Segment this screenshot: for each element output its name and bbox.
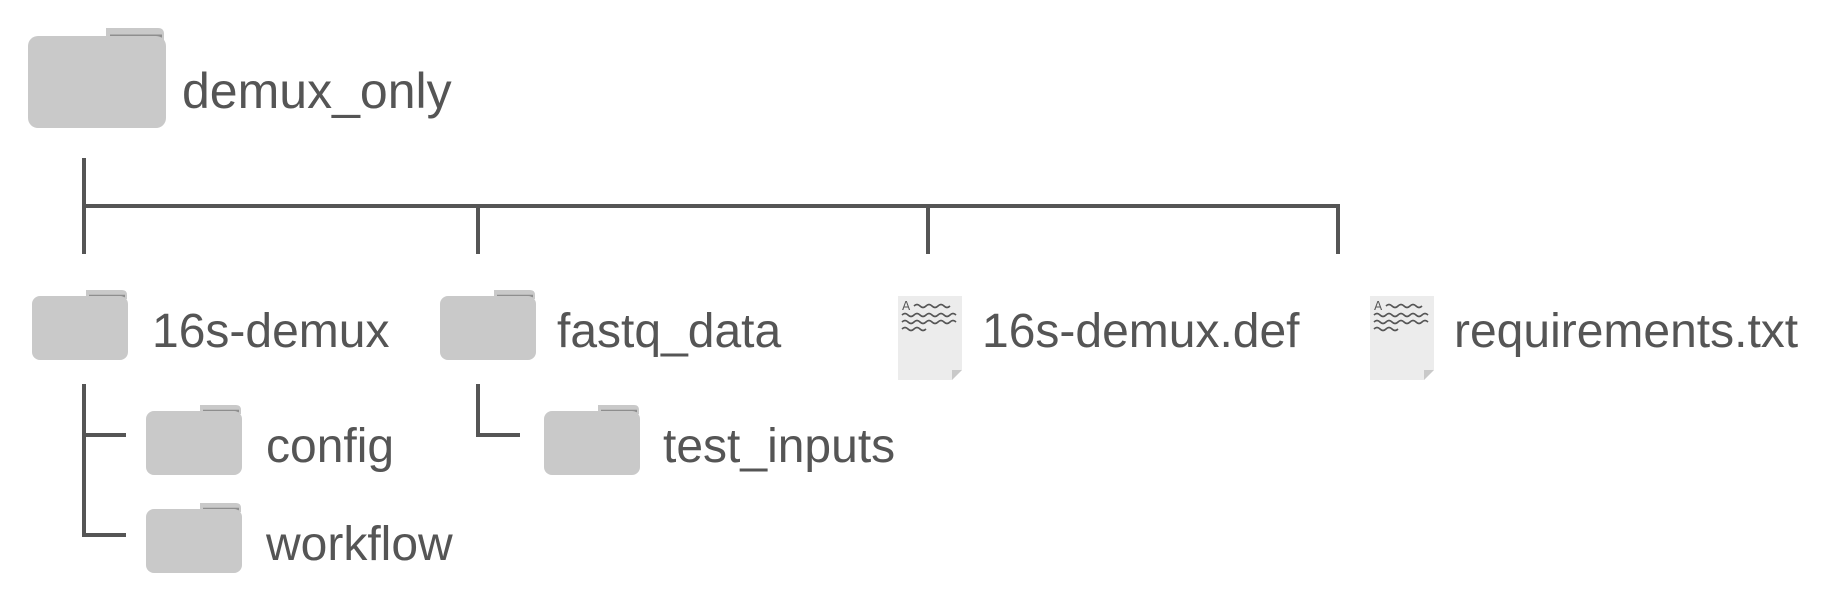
- tree-node-label: fastq_data: [557, 305, 782, 358]
- svg-text:A: A: [1374, 299, 1383, 313]
- text-file-icon: A: [898, 296, 962, 380]
- folder-icon: [146, 405, 242, 475]
- tree-node-label: 16s-demux.def: [982, 305, 1300, 358]
- tree-node-label: 16s-demux: [152, 305, 390, 358]
- svg-text:A: A: [902, 299, 911, 313]
- text-file-icon: A: [1370, 296, 1434, 380]
- tree-node-label: config: [266, 420, 395, 473]
- tree-root-label: demux_only: [182, 63, 452, 119]
- tree-node-label: workflow: [266, 518, 453, 571]
- folder-icon: [146, 503, 242, 573]
- folder-icon: [440, 290, 536, 360]
- folder-icon: [28, 28, 166, 128]
- folder-icon: [544, 405, 640, 475]
- folder-icon: [32, 290, 128, 360]
- tree-node-label: test_inputs: [663, 420, 896, 473]
- tree-node-label: requirements.txt: [1454, 305, 1799, 358]
